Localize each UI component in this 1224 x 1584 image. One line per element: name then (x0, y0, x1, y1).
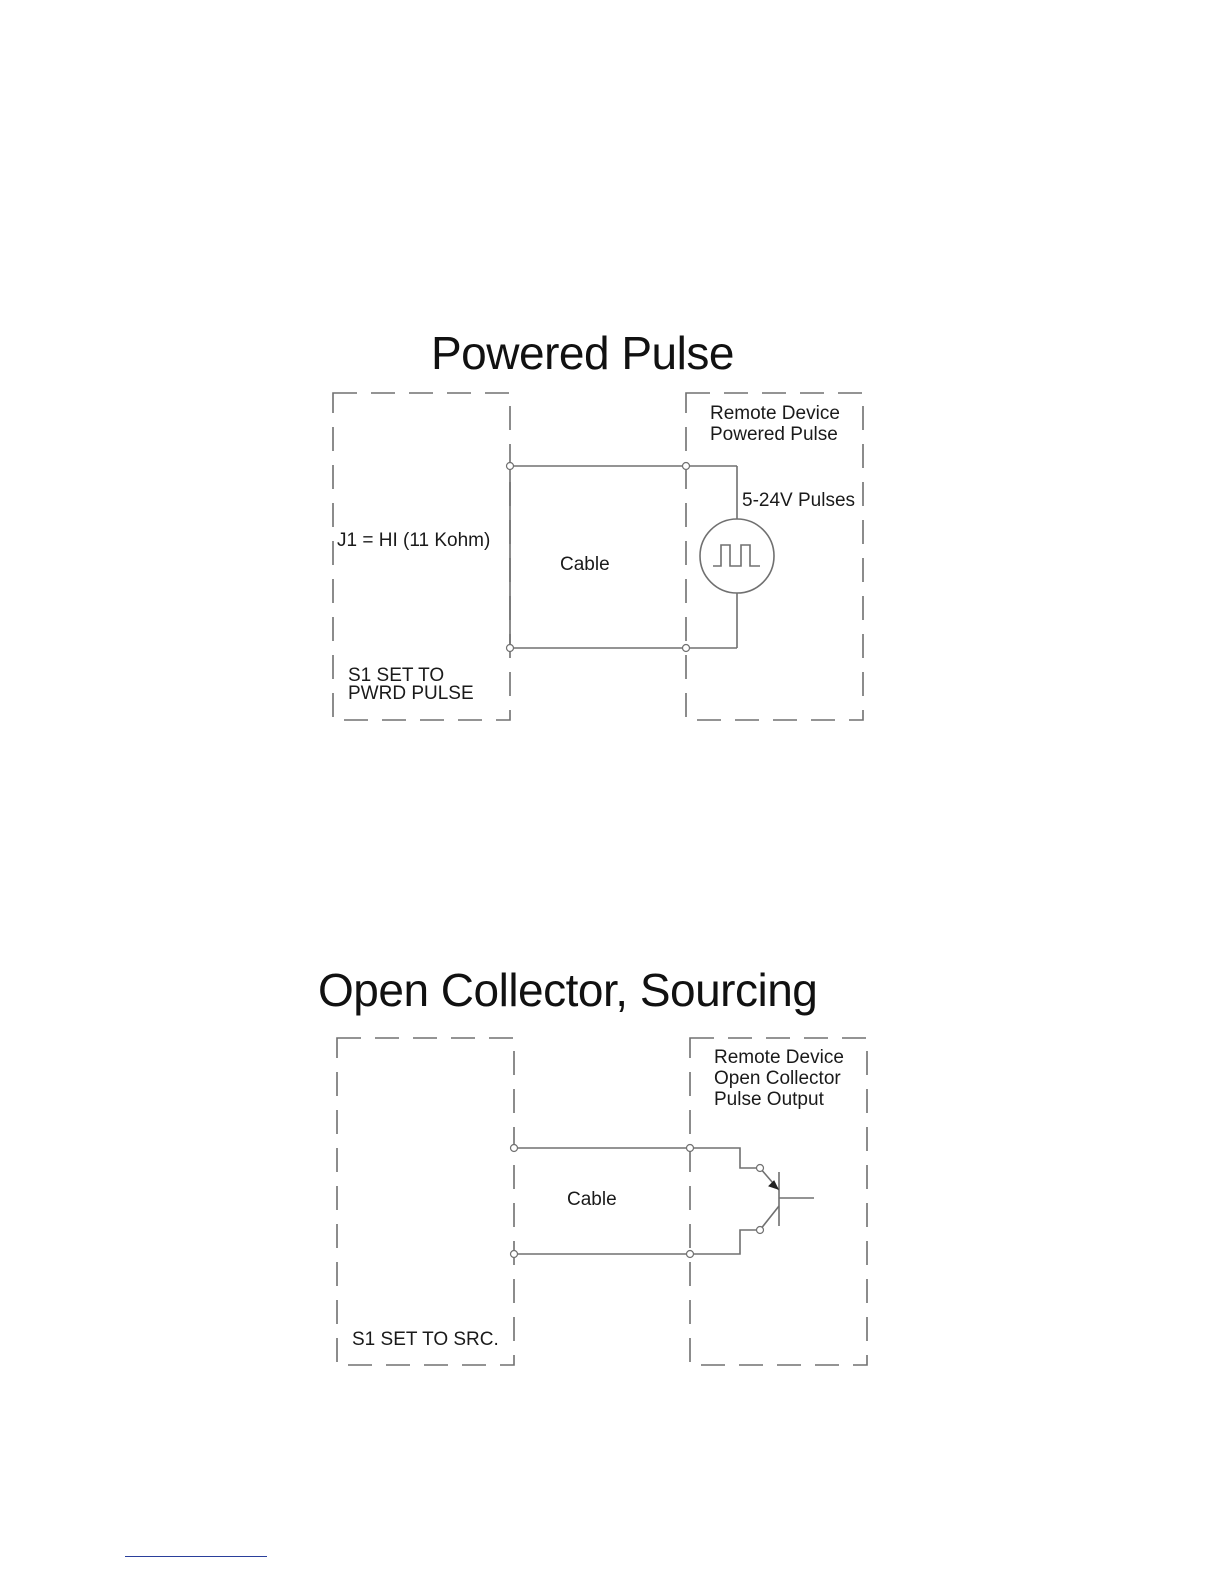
terminal (507, 463, 514, 470)
terminal (511, 1251, 518, 1258)
footnote-rule (125, 1556, 267, 1557)
terminal (687, 1145, 694, 1152)
switch-setting-label: S1 SET TO SRC. (352, 1329, 499, 1350)
terminal (511, 1145, 518, 1152)
terminal (507, 645, 514, 652)
cable-label: Cable (567, 1189, 617, 1210)
source-voltage-label: 5-24V Pulses (742, 490, 855, 511)
npn-transistor-icon (760, 1168, 814, 1230)
terminal (683, 463, 690, 470)
transistor-collector-terminal (757, 1227, 764, 1234)
terminal (683, 645, 690, 652)
open-collector-title: Open Collector, Sourcing (318, 963, 817, 1017)
meter-input-box (337, 1038, 514, 1365)
switch-setting-label: S1 SET TO PWRD PULSE (348, 667, 474, 703)
remote-device-label: Remote Device Open Collector Pulse Outpu… (714, 1047, 844, 1110)
jumper-setting-label: J1 = HI (11 Kohm) (337, 530, 490, 551)
terminal (687, 1251, 694, 1258)
collector-wire (690, 1230, 760, 1254)
powered-pulse-title: Powered Pulse (431, 326, 734, 380)
pulse-source-icon (700, 519, 774, 593)
transistor-emitter-terminal (757, 1165, 764, 1172)
remote-device-label: Remote Device Powered Pulse (710, 403, 840, 445)
emitter-wire (690, 1148, 760, 1168)
cable-label: Cable (560, 554, 610, 575)
